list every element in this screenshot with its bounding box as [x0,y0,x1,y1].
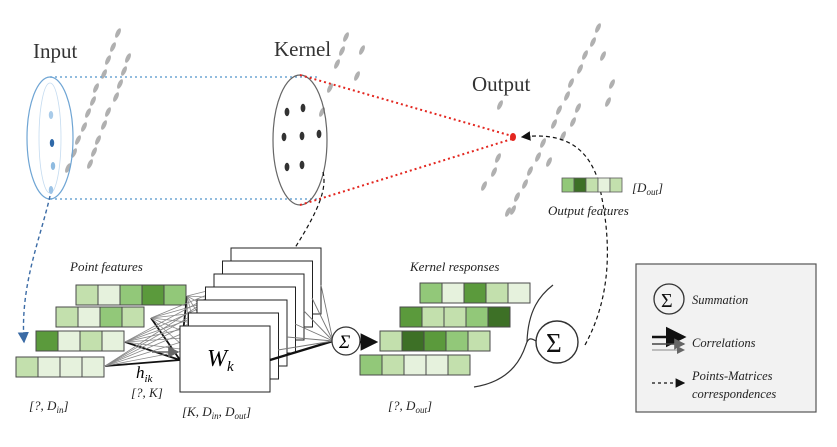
point-feature-cell [81,356,105,378]
output-feature-cell [597,177,611,193]
kernel-response-cell [465,306,489,328]
input-neighborhood-cylinder [26,76,318,200]
legend-correspondences-line1: Points-Matrices [691,369,773,383]
kernel-response-cell [359,354,383,376]
kernel-response-cell [485,282,509,304]
output-feature-cell [573,177,587,193]
point-feature-cell [119,284,143,306]
sum-to-output-connector [520,131,608,346]
point-features-matrix [15,284,187,378]
responses-brace-top [526,284,554,343]
kernel-response-cell [445,330,469,352]
point-feature-cell [121,306,145,328]
din-dim-label: [?, Din] [29,398,69,415]
responses-brace [473,338,537,388]
kernel-response-cell [419,282,443,304]
kernel-response-cell [443,306,467,328]
point-feature-cell [75,284,99,306]
kernel-to-weights-connector [251,171,325,316]
dout-dim-label: [?, Dout] [388,398,432,415]
output-dim-label: [Dout] [632,180,663,197]
point-feature-cell [77,306,101,328]
kernel-ellipse [272,74,328,206]
kernel-response-cell [425,354,449,376]
correlation-lines-out [269,284,334,362]
input-title: Input [33,39,77,63]
kernel-response-cell [463,282,487,304]
point-feature-cell [101,330,125,352]
kernel-response-cell [507,282,531,304]
input-to-features-connector [17,195,51,344]
kernel-response-cell [399,306,423,328]
wk-dim-label: [K, Din, Dout] [182,404,251,421]
kernel-weight-matrices [179,247,322,393]
kernel-response-cell [487,306,511,328]
point-feature-cell [141,284,165,306]
output-feature-cell [585,177,599,193]
kernel-response-cell [381,354,405,376]
kernel-response-cell [379,330,403,352]
outer-summation-node: Σ [535,320,579,364]
inner-summation-node: Σ [331,326,361,356]
kernel-to-output-cone [299,74,516,206]
kernel-responses-label: Kernel responses [409,259,499,274]
svg-text:Σ: Σ [338,332,350,353]
point-feature-cell [99,306,123,328]
point-feature-cell [79,330,103,352]
point-feature-cell [55,306,79,328]
output-title: Output [472,72,531,96]
output-feature-vector [561,177,623,193]
output-feature-cell [561,177,575,193]
output-features-label: Output features [548,203,629,218]
point-feature-cell [97,284,121,306]
point-features-label: Point features [69,259,143,274]
legend-box: Σ Summation Correlations Points-Matrices… [635,263,817,413]
output-feature-cell [609,177,623,193]
kernel-response-cell [423,330,447,352]
kernel-response-cell [467,330,491,352]
kernel-response-cell [403,354,427,376]
wk-label: Wk [207,346,234,375]
legend-sum-symbol: Σ [661,290,673,312]
k-dim-label: [?, K] [131,385,163,400]
point-feature-cell [35,330,59,352]
legend-summation: Summation [692,293,748,307]
kernel-response-cell [447,354,471,376]
svg-text:Σ: Σ [546,328,562,358]
legend-correspondences-line2: correspondences [692,387,776,401]
point-feature-cell [57,330,81,352]
legend-sum-icon [653,283,685,315]
point-feature-cell [59,356,83,378]
point-feature-cell [163,284,187,306]
legend-correlations: Correlations [692,336,756,350]
background-point-cloud [65,23,615,217]
kernel-responses-matrix [359,282,531,376]
kernel-response-cell [401,330,425,352]
point-feature-cell [15,356,39,378]
kernel-response-cell [441,282,465,304]
kernel-title: Kernel [274,37,331,61]
hik-label: hik [136,363,154,385]
point-feature-cell [37,356,61,378]
kernel-response-cell [421,306,445,328]
